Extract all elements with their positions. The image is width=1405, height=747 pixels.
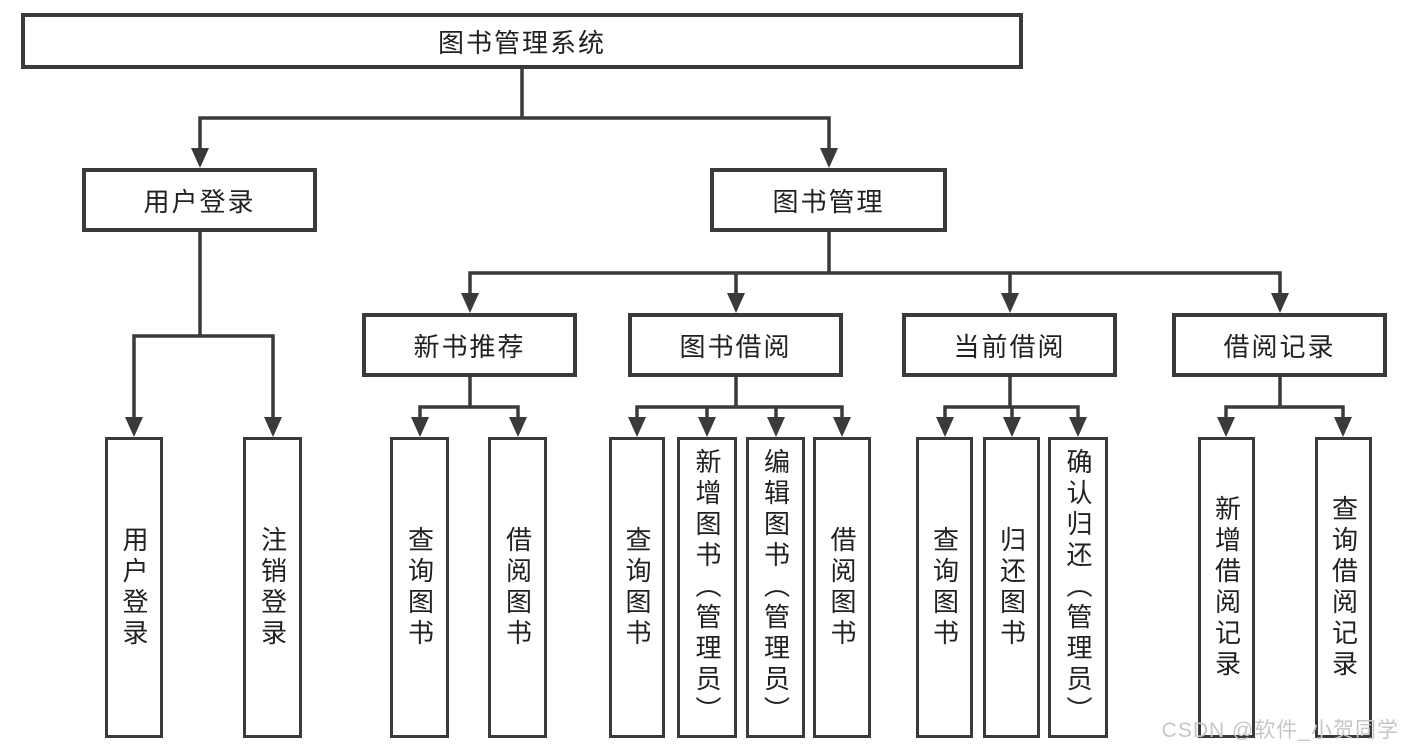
arrow-head bbox=[509, 417, 527, 437]
node-label: 查询图书 bbox=[622, 525, 652, 650]
arrow-head bbox=[628, 417, 646, 437]
node-label: 用户登录 bbox=[119, 525, 149, 650]
node-label: 确认归还（管理员） bbox=[1063, 448, 1093, 727]
connector-borrow-to-leaves bbox=[635, 375, 844, 422]
leaf-edit-books-admin: 编辑图书（管理员） bbox=[746, 437, 805, 738]
node-label: 查询图书 bbox=[929, 525, 960, 650]
connector-bookmgmt-to-level3 bbox=[468, 230, 1282, 297]
node-label: 归还图书 bbox=[996, 525, 1027, 650]
node-label: 新书推荐 bbox=[413, 331, 526, 362]
node-label: 借阅图书 bbox=[502, 525, 533, 650]
node-label: 新增借阅记录 bbox=[1211, 494, 1242, 681]
node-label: 图书借阅 bbox=[679, 331, 792, 362]
arrow-head bbox=[1334, 417, 1352, 437]
node-label: 编辑图书（管理员） bbox=[760, 448, 791, 727]
arrow-head bbox=[936, 417, 954, 437]
leaf-logout: 注销登录 bbox=[243, 437, 302, 738]
node-new-book-recommend: 新书推荐 bbox=[362, 313, 577, 377]
leaf-borrow-books: 借阅图书 bbox=[813, 437, 871, 738]
node-book-management: 图书管理 bbox=[710, 168, 947, 232]
node-label: 借阅记录 bbox=[1223, 331, 1336, 362]
arrow-head bbox=[1217, 417, 1235, 437]
connector-records-to-leaves bbox=[1224, 375, 1345, 422]
arrow-head bbox=[698, 417, 716, 437]
node-label: 图书管理系统 bbox=[437, 27, 606, 58]
arrow-head bbox=[1069, 417, 1087, 437]
leaf-query-books-borrow: 查询图书 bbox=[609, 437, 665, 738]
node-label: 新增图书（管理员） bbox=[692, 448, 722, 727]
node-label: 注销登录 bbox=[257, 525, 288, 650]
leaf-user-login: 用户登录 bbox=[105, 437, 163, 738]
arrow-head bbox=[411, 417, 429, 437]
node-borrow-records: 借阅记录 bbox=[1172, 313, 1387, 377]
node-label: 查询图书 bbox=[404, 525, 435, 650]
arrow-head bbox=[461, 293, 479, 313]
leaf-add-borrow-record: 新增借阅记录 bbox=[1198, 437, 1255, 738]
arrow-head bbox=[727, 293, 745, 313]
arrow-head bbox=[1003, 417, 1021, 437]
connector-userlogin-to-leaves bbox=[132, 230, 275, 420]
node-label: 当前借阅 bbox=[953, 331, 1066, 362]
leaf-return-books: 归还图书 bbox=[983, 437, 1040, 738]
node-root: 图书管理系统 bbox=[21, 13, 1023, 69]
leaf-query-borrow-record: 查询借阅记录 bbox=[1315, 437, 1372, 738]
arrow-head bbox=[1001, 293, 1019, 313]
leaf-add-books-admin: 新增图书（管理员） bbox=[677, 437, 737, 738]
leaf-query-books-current: 查询图书 bbox=[916, 437, 973, 738]
node-label: 用户登录 bbox=[143, 186, 256, 217]
arrow-head bbox=[125, 417, 143, 437]
node-current-borrowing: 当前借阅 bbox=[902, 313, 1117, 377]
csdn-watermark: CSDN @软件_小贺同学 bbox=[1161, 719, 1399, 742]
arrow-head bbox=[833, 417, 851, 437]
arrow-head bbox=[191, 148, 209, 168]
leaf-confirm-return-admin: 确认归还（管理员） bbox=[1048, 437, 1108, 738]
node-user-login: 用户登录 bbox=[82, 168, 317, 232]
node-book-borrowing: 图书借阅 bbox=[628, 313, 843, 377]
leaf-borrow-books-recommend: 借阅图书 bbox=[488, 437, 547, 738]
node-label: 图书管理 bbox=[772, 186, 885, 217]
connector-recommend-to-leaves bbox=[418, 375, 520, 422]
arrow-head bbox=[767, 417, 785, 437]
arrow-head bbox=[1271, 293, 1289, 313]
arrow-head bbox=[820, 148, 838, 168]
connector-current-to-leaves bbox=[943, 375, 1080, 422]
connector-root-to-level2 bbox=[198, 64, 831, 150]
arrow-head bbox=[264, 417, 282, 437]
node-label: 查询借阅记录 bbox=[1328, 494, 1359, 681]
node-label: 借阅图书 bbox=[827, 525, 857, 650]
leaf-query-books-recommend: 查询图书 bbox=[390, 437, 449, 738]
